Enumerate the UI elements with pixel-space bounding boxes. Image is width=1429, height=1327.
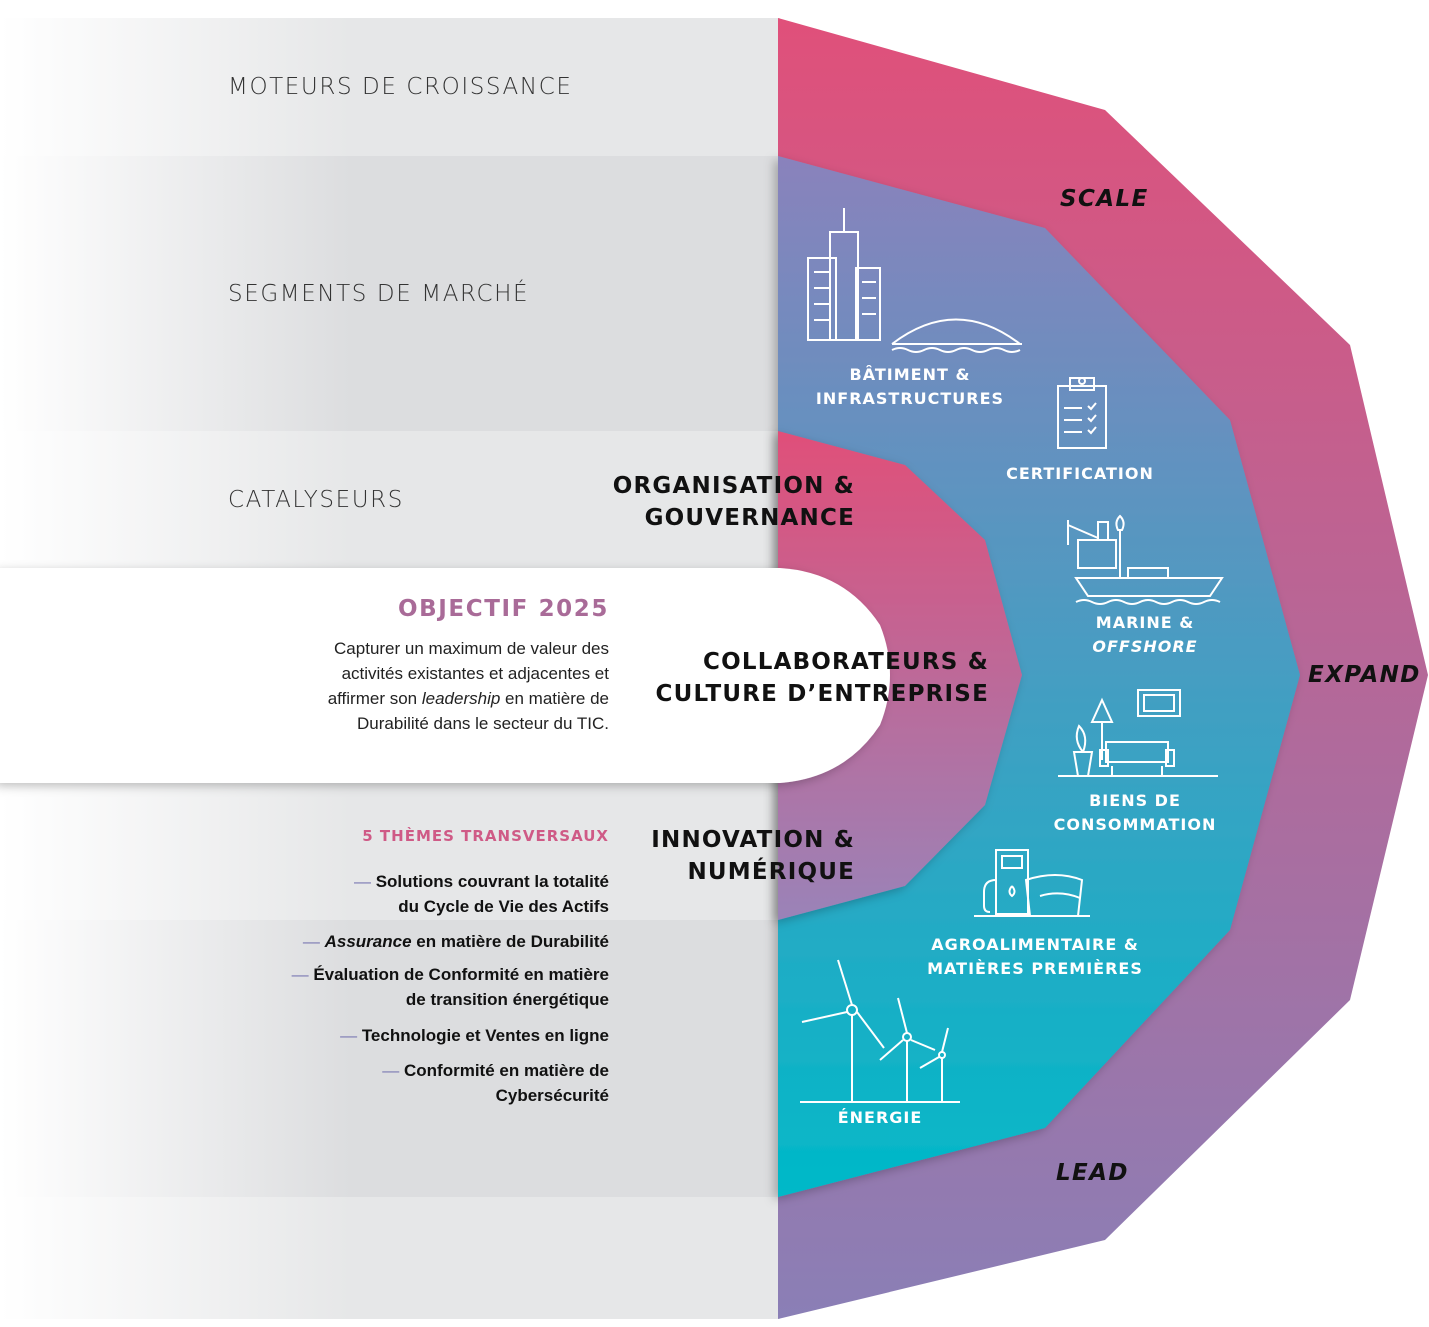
theme-lifecycle-line2: du Cycle de Vie des Actifs <box>398 897 609 916</box>
segment-buildings: BÂTIMENT & INFRASTRUCTURES <box>800 363 1020 411</box>
theme-lifecycle: — Solutions couvrant la totalité du Cycl… <box>354 869 609 919</box>
theme-cybersecurity-line1: Conformité en matière de <box>404 1061 609 1080</box>
segment-marine-line2: OFFSHORE <box>1092 637 1198 656</box>
segment-energy-line1: ÉNERGIE <box>837 1108 923 1127</box>
theme-dash: — <box>291 965 309 984</box>
segment-marine: MARINE & OFFSHORE <box>1060 611 1230 659</box>
theme-assurance: — Assurance en matière de Durabilité <box>303 929 609 954</box>
enabler-organisation-line1: ORGANISATION & <box>612 473 855 499</box>
objective-line1: Capturer un maximum de valeur des <box>334 639 609 658</box>
wind-turbines-icon <box>800 959 960 1103</box>
segment-certification: CERTIFICATION <box>990 462 1170 486</box>
segment-consumer-line1: BIENS DE <box>1089 791 1181 810</box>
fuel-pump-sacks-icon <box>974 849 1090 917</box>
enabler-innovation-line2: NUMÉRIQUE <box>687 859 855 885</box>
segment-buildings-line1: BÂTIMENT & <box>849 365 971 384</box>
segment-marine-line1: MARINE & <box>1095 613 1195 632</box>
theme-dash: — <box>353 872 371 891</box>
segment-consumer-line2: CONSOMMATION <box>1053 815 1217 834</box>
ring-label-expand: EXPAND <box>1308 662 1421 688</box>
segment-energy: ÉNERGIE <box>800 1106 960 1130</box>
offshore-platform-ship-icon <box>1067 514 1224 605</box>
segment-consumer: BIENS DE CONSOMMATION <box>1030 789 1240 837</box>
living-room-icon <box>1058 689 1218 777</box>
theme-dash: — <box>302 932 320 951</box>
objective-line3-post: en matière de <box>500 689 609 708</box>
theme-energy-transition: — Évaluation de Conformité en matière de… <box>292 962 609 1012</box>
ring-label-lead: LEAD <box>1056 1160 1129 1186</box>
band-label-growth-drivers: MOTEURS DE CROISSANCE <box>228 74 573 100</box>
band-enablers <box>0 431 780 568</box>
enabler-people: COLLABORATEURS & CULTURE D’ENTREPRISE <box>655 646 989 710</box>
segment-agri-line2: MATIÈRES PREMIÈRES <box>927 959 1143 978</box>
enablers-shape <box>778 431 1022 920</box>
objective-line4: Durabilité dans le secteur du TIC. <box>357 714 609 733</box>
objective-panel <box>0 568 890 783</box>
theme-assurance-em: Assurance <box>324 932 412 951</box>
theme-cybersecurity-line2: Cybersécurité <box>495 1086 609 1105</box>
band-label-market-segments: SEGMENTS DE MARCHÉ <box>228 281 530 307</box>
objective-text: Capturer un maximum de valeur des activi… <box>328 636 609 736</box>
band-market-segments <box>0 156 780 431</box>
objective-title: OBJECTIF 2025 <box>397 596 609 622</box>
clipboard-checklist-icon <box>1057 377 1107 449</box>
band-themes-top <box>0 783 780 920</box>
enabler-people-line2: CULTURE D’ENTREPRISE <box>655 681 989 707</box>
themes-title: 5 THÈMES TRANSVERSAUX <box>362 827 609 845</box>
objective-line3-em: leadership <box>421 689 501 708</box>
segment-buildings-line2: INFRASTRUCTURES <box>815 389 1005 408</box>
theme-cybersecurity: — Conformité en matière de Cybersécurité <box>382 1058 609 1108</box>
enabler-organisation: ORGANISATION & GOUVERNANCE <box>613 470 855 534</box>
enabler-people-line1: COLLABORATEURS & <box>703 649 989 675</box>
ring-label-scale: SCALE <box>1060 186 1149 212</box>
objective-line3-pre: affirmer son <box>327 689 422 708</box>
theme-energy-transition-line2: de transition énergétique <box>405 990 609 1009</box>
theme-dash: — <box>382 1061 400 1080</box>
theme-assurance-rest: en matière de Durabilité <box>411 932 609 951</box>
theme-lifecycle-line1: Solutions couvrant la totalité <box>375 872 609 891</box>
theme-energy-transition-line1: Évaluation de Conformité en matière <box>313 965 609 984</box>
objective-line2: activités existantes et adjacentes et <box>341 664 609 683</box>
segments-ring <box>778 156 1300 1197</box>
theme-technology: — Technologie et Ventes en ligne <box>340 1023 609 1048</box>
segment-certification-line1: CERTIFICATION <box>1006 464 1154 483</box>
band-themes-middle <box>0 920 780 1197</box>
band-bottom <box>0 1197 780 1319</box>
enabler-organisation-line2: GOUVERNANCE <box>644 505 855 531</box>
band-growth-drivers <box>0 18 780 156</box>
band-label-enablers: CATALYSEURS <box>228 487 404 513</box>
segment-agri-line1: AGROALIMENTAIRE & <box>931 935 1139 954</box>
enabler-innovation-line1: INNOVATION & <box>651 827 855 853</box>
theme-dash: — <box>340 1026 358 1045</box>
objective-line3: affirmer son leadership en matière de <box>328 686 609 711</box>
city-bridge-icon <box>807 208 1022 353</box>
segment-agri: AGROALIMENTAIRE & MATIÈRES PREMIÈRES <box>905 933 1165 981</box>
enabler-innovation: INNOVATION & NUMÉRIQUE <box>651 824 855 888</box>
theme-technology-text: Technologie et Ventes en ligne <box>361 1026 609 1045</box>
